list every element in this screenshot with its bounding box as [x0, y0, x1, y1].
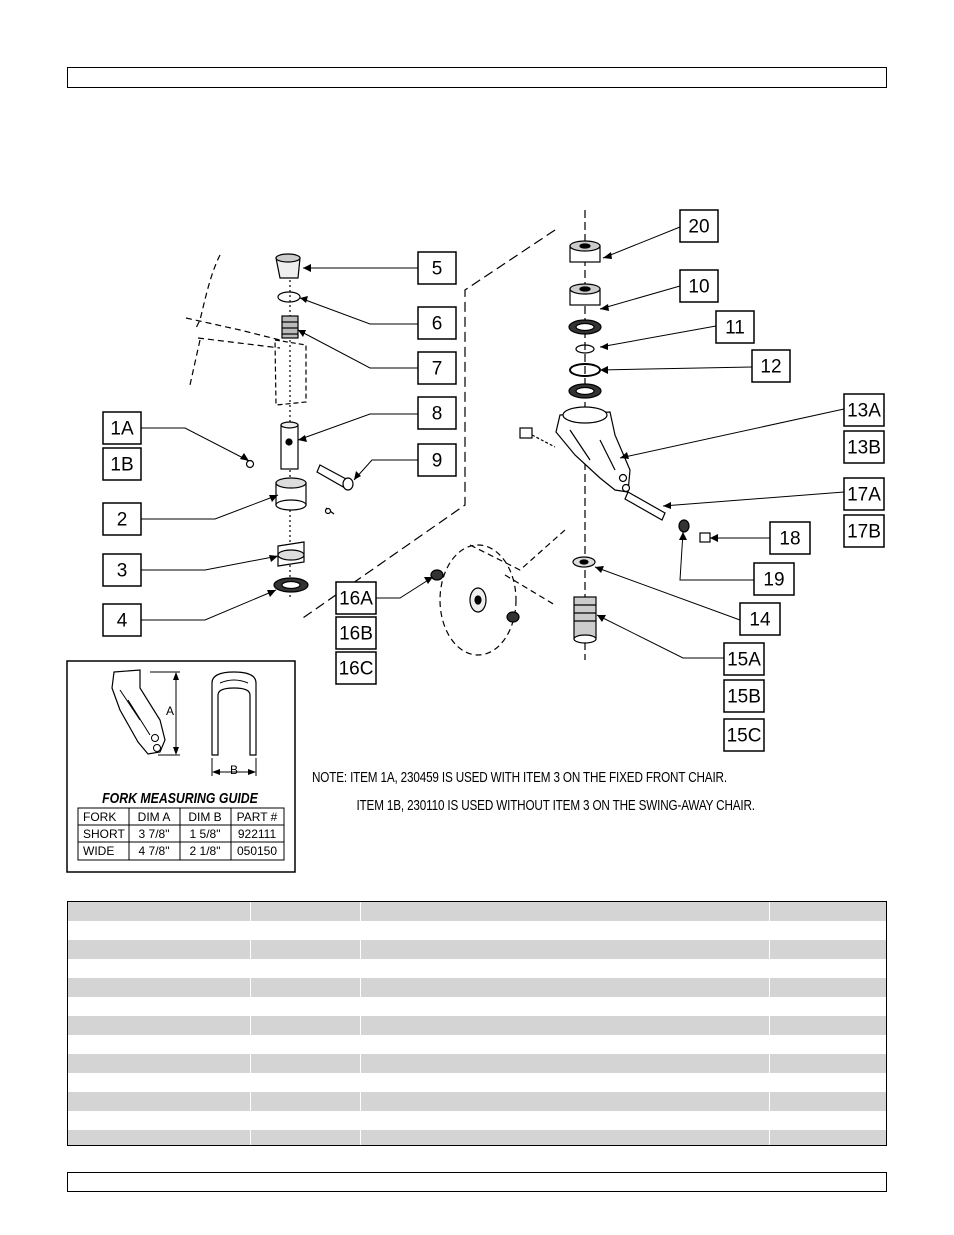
fork-table-cell: SHORT — [83, 827, 125, 841]
callout-15a: 15A — [723, 642, 765, 676]
dim-b-label: B — [230, 763, 238, 777]
fork-table-header: DIM A — [138, 810, 171, 824]
callout-16a: 16A — [335, 581, 377, 615]
fork-table-cell: 2 1/8" — [190, 844, 221, 858]
callout-18: 18 — [769, 521, 811, 555]
fork-measuring-guide: A B FORK MEASURING GUIDE FORK DIM A DIM … — [66, 660, 296, 873]
table-row — [68, 1035, 886, 1054]
svg-text:16B: 16B — [339, 624, 373, 645]
callout-5: 5 — [417, 251, 457, 285]
svg-text:20: 20 — [688, 217, 709, 238]
callout-16b: 16B — [335, 616, 377, 650]
footer-bar — [67, 1172, 887, 1192]
svg-text:6: 6 — [432, 314, 443, 335]
fork-table-cell: 4 7/8" — [139, 844, 170, 858]
svg-text:8: 8 — [432, 404, 443, 425]
svg-text:14: 14 — [749, 610, 771, 631]
table-row — [68, 997, 886, 1016]
callout-17b: 17B — [843, 514, 885, 548]
svg-text:11: 11 — [725, 318, 745, 339]
fork-front-icon — [211, 671, 257, 756]
svg-text:16C: 16C — [339, 659, 374, 680]
callout-3: 3 — [102, 553, 142, 587]
callout-7: 7 — [417, 351, 457, 385]
table-row — [68, 902, 886, 921]
fork-table-cell: 922111 — [238, 827, 277, 841]
callout-6: 6 — [417, 306, 457, 340]
svg-text:9: 9 — [432, 451, 443, 472]
fork-table-header: FORK — [83, 810, 116, 824]
callout-17a: 17A — [843, 477, 885, 511]
svg-text:15A: 15A — [727, 650, 761, 671]
callout-16c: 16C — [335, 651, 377, 685]
svg-text:13A: 13A — [847, 401, 881, 422]
svg-text:5: 5 — [432, 259, 443, 280]
svg-text:15B: 15B — [727, 687, 761, 708]
table-row — [68, 940, 886, 959]
header-bar — [67, 67, 887, 88]
svg-text:15C: 15C — [727, 726, 762, 747]
table-row — [68, 921, 886, 940]
parts-list-table — [67, 901, 887, 1146]
table-row — [68, 1073, 886, 1092]
note-line-1: NOTE: ITEM 1A, 230459 IS USED WITH ITEM … — [312, 769, 727, 786]
fork-table-header: PART # — [237, 810, 278, 824]
callout-1a: 1A — [102, 411, 142, 445]
fork-guide-title: FORK MEASURING GUIDE — [102, 790, 258, 806]
callout-14: 14 — [739, 602, 781, 636]
note-line-2: ITEM 1B, 230110 IS USED WITHOUT ITEM 3 O… — [356, 797, 755, 814]
svg-text:17A: 17A — [847, 485, 881, 506]
table-row — [68, 1130, 886, 1145]
svg-text:17B: 17B — [847, 522, 881, 543]
fork-table-cell: WIDE — [83, 844, 114, 858]
callout-15c: 15C — [723, 718, 765, 752]
svg-text:7: 7 — [432, 359, 443, 380]
svg-text:13B: 13B — [847, 438, 881, 459]
svg-text:1A: 1A — [110, 419, 134, 440]
callout-1b: 1B — [102, 447, 142, 481]
callout-12: 12 — [751, 349, 791, 383]
table-row — [68, 1016, 886, 1035]
callout-8: 8 — [417, 396, 457, 430]
table-row — [68, 959, 886, 978]
dim-a-label: A — [166, 704, 174, 718]
callout-10: 10 — [679, 269, 719, 303]
callout-2: 2 — [102, 502, 142, 536]
table-row — [68, 978, 886, 997]
svg-text:2: 2 — [117, 510, 128, 531]
fork-table-cell: 3 7/8" — [139, 827, 170, 841]
svg-text:10: 10 — [688, 277, 709, 298]
fork-table-cell: 1 5/8" — [190, 827, 221, 841]
fork-table-cell: 050150 — [237, 844, 277, 858]
assembly-note: NOTE: ITEM 1A, 230459 IS USED WITH ITEM … — [312, 764, 755, 820]
table-row — [68, 1111, 886, 1130]
table-row — [68, 1054, 886, 1073]
svg-text:12: 12 — [760, 357, 781, 378]
callout-20: 20 — [679, 209, 719, 243]
callout-9: 9 — [417, 443, 457, 477]
fork-table-header: DIM B — [188, 810, 221, 824]
svg-text:18: 18 — [779, 529, 800, 550]
callout-13a: 13A — [843, 393, 885, 427]
fork-side-icon — [111, 669, 166, 755]
callout-11: 11 — [715, 310, 755, 344]
table-row — [68, 1092, 886, 1111]
svg-text:1B: 1B — [110, 455, 133, 476]
callout-15b: 15B — [723, 679, 765, 713]
svg-text:3: 3 — [117, 561, 128, 582]
callout-13b: 13B — [843, 430, 885, 464]
svg-text:4: 4 — [117, 611, 128, 632]
svg-text:19: 19 — [763, 570, 784, 591]
callout-4: 4 — [102, 603, 142, 637]
callout-19: 19 — [753, 562, 795, 596]
svg-text:16A: 16A — [339, 589, 373, 610]
